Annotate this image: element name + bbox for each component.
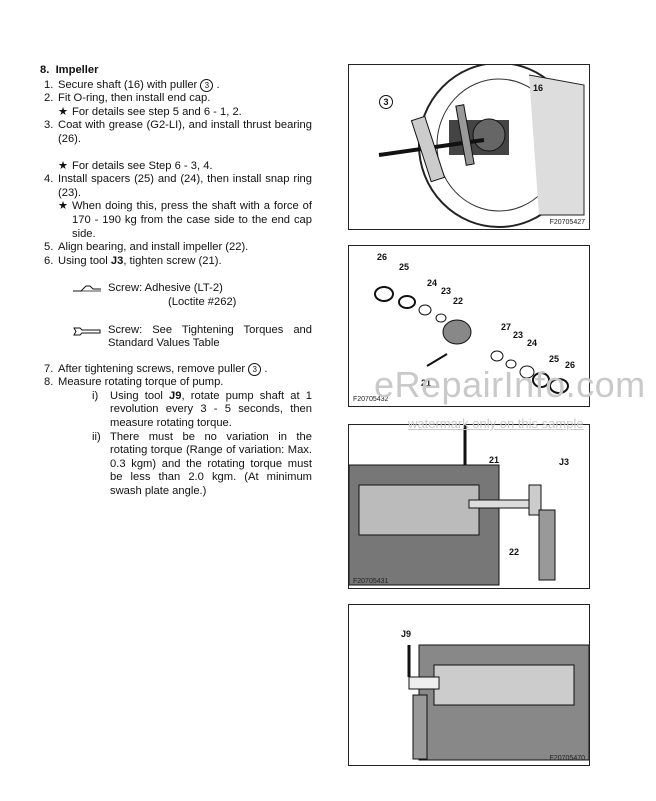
callout-circle: 3 <box>200 78 214 92</box>
substep-i: i) Using tool J9, rotate pump shaft at 1… <box>92 389 312 430</box>
procedure-text: 8. Impeller 1. Secure shaft (16) with pu… <box>40 64 312 499</box>
callout-16: 16 <box>533 83 544 93</box>
figure-id: F20705431 <box>353 578 389 585</box>
step-1: 1. Secure shaft (16) with puller 3 . <box>44 78 220 92</box>
watermark-logo: eRepairInfo.com <box>374 364 646 405</box>
exploded-parts-illustration <box>374 286 569 394</box>
step-5: 5. Align bearing, and install impeller (… <box>44 241 249 254</box>
callout-3: 3 <box>379 95 393 109</box>
figure-tighten-screw: 21 J3 22 F20705431 <box>348 424 590 589</box>
figure-id: F20705432 <box>353 396 389 403</box>
star-icon: ★ <box>58 159 69 172</box>
note-2: ★ For details see Step 6 - 3, 4. <box>58 159 213 172</box>
step-8: 8. Measure rotating torque of pump. <box>44 376 224 389</box>
step-7: 7. After tightening screws, remove pulle… <box>44 362 268 376</box>
section-heading: 8. Impeller <box>40 64 312 78</box>
figure-measure-torque: J9 F20705470 <box>348 604 590 766</box>
section-number: 8. <box>40 64 50 76</box>
section-title: Impeller <box>55 64 99 76</box>
callout-circle: 3 <box>248 362 262 376</box>
figure-id: F20705470 <box>549 755 585 762</box>
tighten-screw-illustration <box>349 425 556 586</box>
step-6: 6. Using tool J3, tighten screw (21). <box>44 254 222 267</box>
torque-note: Screw: See Tightening Torques and Standa… <box>40 324 312 351</box>
figure-exploded-parts: 26 25 24 23 22 27 23 24 25 26 21 F207054… <box>348 245 590 407</box>
measure-torque-illustration <box>407 644 589 761</box>
figure-puller: 3 16 F20705427 <box>348 64 590 230</box>
note-3: ★ When doing this, press the shaft with … <box>58 200 312 240</box>
star-icon: ★ <box>58 105 69 118</box>
wrench-icon <box>73 327 101 335</box>
step-4: 4. Install spacers (25) and (24), then i… <box>44 173 312 199</box>
adhesive-note: Screw: Adhesive (LT-2) (Loctite #262) <box>40 282 312 309</box>
figure-id: F20705427 <box>549 219 585 226</box>
watermark-subtitle: watermark only on this sample <box>408 416 584 431</box>
step-3: 3. Coat with grease (G2-LI), and install… <box>44 119 312 145</box>
puller-illustration <box>378 65 585 228</box>
step-2: 2. Fit O-ring, then install end cap. <box>44 92 211 105</box>
substep-ii: ii) There must be no variation in the ro… <box>92 430 312 498</box>
adhesive-icon <box>73 285 101 292</box>
star-icon: ★ <box>58 200 69 213</box>
note-1: ★ For details see step 5 and 6 - 1, 2. <box>58 105 242 118</box>
